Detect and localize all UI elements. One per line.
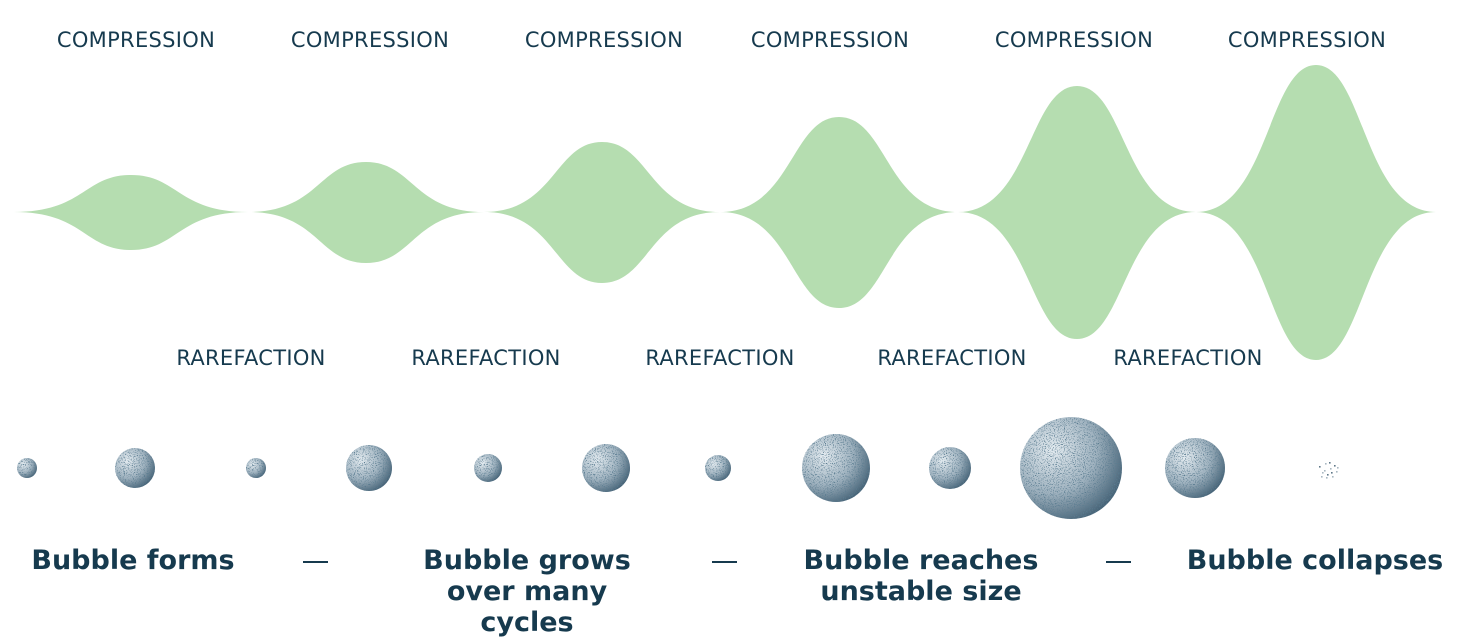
wave-lobe: [958, 86, 1196, 339]
wave-lobe: [14, 175, 248, 250]
wave-lobe: [720, 117, 958, 308]
bubble: [346, 445, 392, 491]
compression-label: COMPRESSION: [524, 28, 684, 52]
stage-bubble-unstable: Bubble reaches unstable size: [803, 545, 1039, 607]
compression-label: COMPRESSION: [1227, 28, 1387, 52]
collapsed-bubble: [1319, 462, 1339, 479]
compression-label: COMPRESSION: [290, 28, 450, 52]
bubble: [246, 458, 266, 478]
wave-lobe: [248, 162, 484, 263]
stage-separator: [1106, 561, 1131, 563]
bubble: [582, 444, 630, 492]
rarefaction-label: RAREFACTION: [176, 346, 326, 370]
stage-bubble-grows: Bubble grows over many cycles: [423, 545, 631, 638]
compression-label: COMPRESSION: [994, 28, 1154, 52]
bubble: [115, 448, 155, 488]
compression-label: COMPRESSION: [750, 28, 910, 52]
rarefaction-label: RAREFACTION: [877, 346, 1027, 370]
bubble: [17, 458, 37, 478]
bubble: [802, 434, 870, 502]
bubble-layer: [17, 417, 1339, 519]
bubble: [1165, 438, 1225, 498]
rarefaction-label: RAREFACTION: [411, 346, 561, 370]
compression-label: COMPRESSION: [56, 28, 216, 52]
bubble: [1020, 417, 1122, 519]
bubble: [474, 454, 502, 482]
stage-separator: [712, 561, 737, 563]
rarefaction-label: RAREFACTION: [645, 346, 795, 370]
stage-bubble-collapses: Bubble collapses: [1186, 545, 1444, 576]
wave-layer: [14, 65, 1436, 360]
bubble: [929, 447, 971, 489]
bubble: [705, 455, 731, 481]
stage-separator: [303, 561, 328, 563]
rarefaction-label: RAREFACTION: [1113, 346, 1263, 370]
wave-lobe: [484, 142, 720, 283]
stage-bubble-forms: Bubble forms: [31, 545, 235, 576]
wave-lobe: [1196, 65, 1436, 360]
